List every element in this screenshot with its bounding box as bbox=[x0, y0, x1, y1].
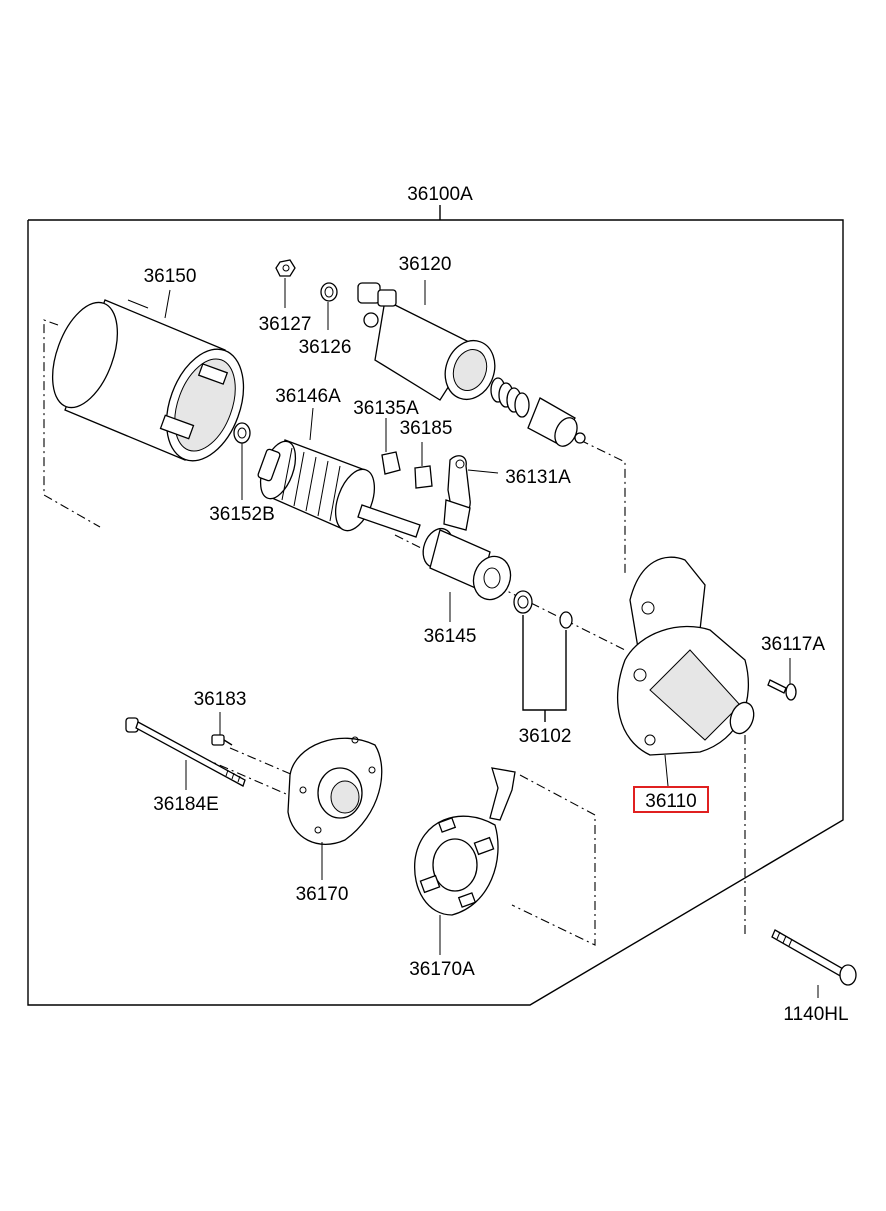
nut-part bbox=[275, 259, 296, 277]
highlight-box bbox=[633, 786, 709, 813]
housing-part bbox=[617, 556, 755, 756]
label-36127[interactable]: 36127 bbox=[259, 314, 312, 335]
label-36102[interactable]: 36102 bbox=[519, 726, 572, 747]
through-bolt-part bbox=[125, 717, 246, 787]
washer-152-part bbox=[233, 422, 251, 444]
screw-183-part bbox=[211, 734, 233, 746]
label-36100A[interactable]: 36100A bbox=[407, 184, 473, 205]
label-36170[interactable]: 36170 bbox=[296, 884, 349, 905]
armature-part bbox=[257, 439, 421, 538]
label-36120[interactable]: 36120 bbox=[399, 254, 452, 275]
label-36184E[interactable]: 36184E bbox=[153, 794, 219, 815]
label-36110[interactable]: 36110 bbox=[645, 791, 696, 812]
label-36131A[interactable]: 36131A bbox=[505, 467, 571, 488]
label-36150[interactable]: 36150 bbox=[144, 266, 197, 287]
yoke-part bbox=[52, 299, 245, 462]
label-36185[interactable]: 36185 bbox=[400, 418, 453, 439]
leader-lines bbox=[164, 278, 819, 998]
spring-part bbox=[490, 377, 530, 418]
plunger-part bbox=[527, 397, 586, 447]
label-1140HL[interactable]: 1140HL bbox=[783, 1004, 848, 1025]
label-36170A[interactable]: 36170A bbox=[409, 959, 475, 980]
label-36126[interactable]: 36126 bbox=[299, 337, 352, 358]
solenoid-part bbox=[357, 282, 496, 401]
brush-a-part bbox=[381, 451, 401, 475]
label-36117A[interactable]: 36117A bbox=[761, 634, 825, 655]
washer-126-part bbox=[320, 282, 338, 302]
label-36152B[interactable]: 36152B bbox=[209, 504, 275, 525]
pinion-part bbox=[422, 527, 512, 601]
label-36145[interactable]: 36145 bbox=[424, 626, 477, 647]
label-36146A[interactable]: 36146A bbox=[275, 386, 341, 407]
lever-part bbox=[443, 455, 471, 531]
label-36183[interactable]: 36183 bbox=[194, 689, 247, 710]
assembly-outline bbox=[27, 205, 844, 1006]
ring-set-part bbox=[513, 590, 573, 722]
end-frame-part bbox=[287, 736, 383, 845]
brush-b-part bbox=[414, 465, 433, 489]
bolt-1140-part bbox=[771, 929, 857, 986]
bolt-117-part bbox=[767, 679, 797, 701]
brush-holder-part bbox=[414, 767, 516, 916]
label-36135A[interactable]: 36135A bbox=[353, 398, 419, 419]
